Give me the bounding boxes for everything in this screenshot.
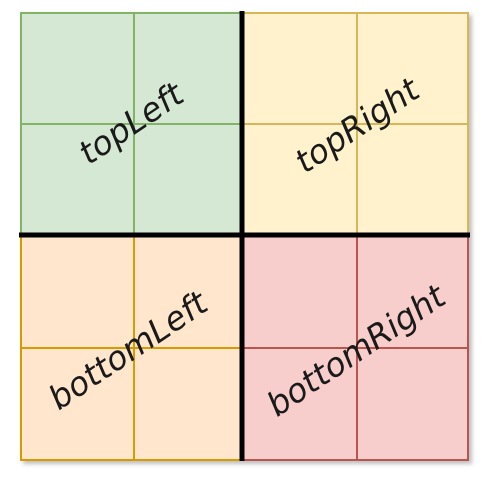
- quadrant-top-left-cell-3: [20, 123, 135, 236]
- quadrant-bottom-right-cell-4: [356, 347, 469, 461]
- quadrant-top-left-cell-4: [133, 123, 243, 236]
- quadrant-bottom-right-cell-1: [241, 234, 358, 349]
- quadrant-bottom-left-cell-1: [20, 234, 135, 349]
- quadrant-top-left-cell-2: [133, 12, 243, 125]
- quadrant-top-right-cell-1: [241, 12, 358, 125]
- quadrant-top-right: [241, 12, 469, 236]
- quadrant-top-right-cell-2: [356, 12, 469, 125]
- quadrant-bottom-left: [20, 234, 243, 461]
- quadrant-bottom-left-cell-4: [133, 347, 243, 461]
- quadrant-top-left-cell-1: [20, 12, 135, 125]
- quadrant-top-left: [20, 12, 243, 236]
- quadrant-top-right-cell-4: [356, 123, 469, 236]
- quadrant-bottom-left-cell-2: [133, 234, 243, 349]
- quadrant-grid: [20, 12, 469, 461]
